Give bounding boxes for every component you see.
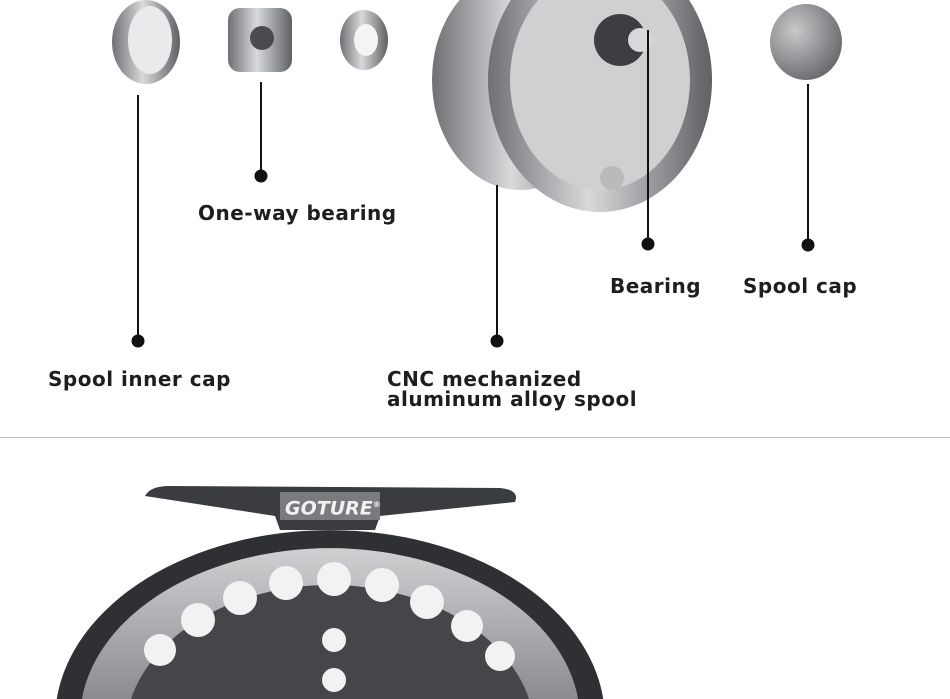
leader-lines xyxy=(131,30,815,348)
registered-mark: ® xyxy=(372,500,381,509)
brand-logo: GOTURE® xyxy=(285,494,381,519)
spool-inner-cap-image xyxy=(112,0,180,84)
one-way-bearing-image xyxy=(228,8,292,72)
spool-image xyxy=(432,0,712,212)
section-divider xyxy=(0,437,950,438)
one-way-bearing-label: One-way bearing xyxy=(198,201,397,225)
spool-cap-image xyxy=(770,4,842,80)
spool-label-line1: CNC mechanized xyxy=(387,367,582,391)
fly-reel-image xyxy=(56,486,604,699)
spool-cap-label: Spool cap xyxy=(743,274,858,298)
spool-inner-cap-label: Spool inner cap xyxy=(48,367,231,391)
brand-name: GOTURE xyxy=(285,497,373,520)
spool-label-line2: aluminum alloy spool xyxy=(387,387,638,411)
bearing-small-image xyxy=(340,10,388,70)
bearing-label: Bearing xyxy=(610,274,702,298)
